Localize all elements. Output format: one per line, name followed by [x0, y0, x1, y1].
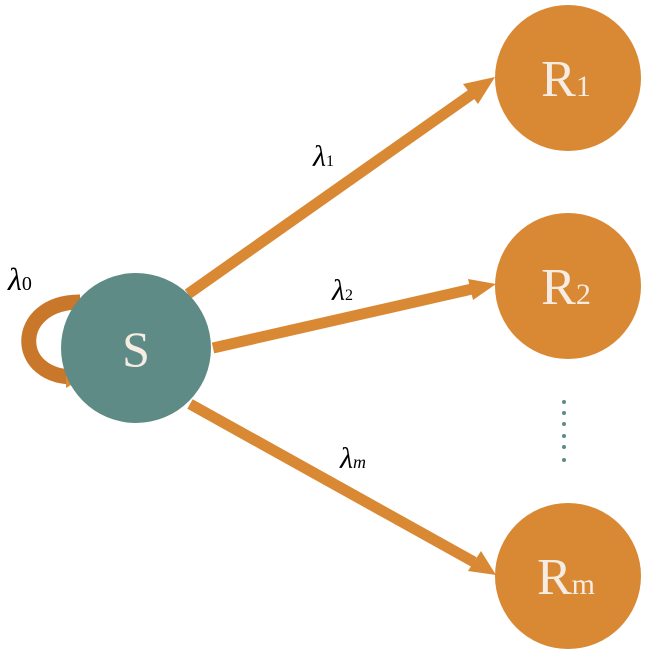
ellipsis-dot [562, 411, 566, 415]
ellipsis-dot [562, 458, 566, 462]
source-node: S [61, 273, 211, 423]
ellipsis-dots [562, 400, 566, 462]
ellipsis-dot [562, 445, 566, 449]
target-node-r2: R2 [495, 213, 641, 359]
ellipsis-dot [562, 422, 566, 426]
rate-label-lambda1: λ1 [312, 140, 334, 173]
target-node-r1-circle [495, 5, 641, 151]
rate-label-lambda2: λ2 [331, 274, 353, 307]
target-node-rm-circle [495, 503, 641, 649]
arrow-to-r1 [184, 89, 476, 299]
target-node-r1-label: R1 [541, 51, 591, 108]
source-node-circle [61, 273, 211, 423]
arrow-to-r2 [211, 283, 474, 354]
transition-arrows [184, 77, 496, 575]
arrowhead-r2 [468, 279, 496, 300]
rate-label-lambda0: λ0 [7, 261, 32, 297]
target-node-r2-label: R2 [541, 259, 591, 316]
arrowhead-rm [468, 551, 496, 575]
arrow-to-rm [187, 399, 477, 567]
source-node-label: S [122, 321, 150, 377]
self-loop-arc [21, 294, 81, 385]
rate-label-lambdam: λm [339, 442, 366, 475]
ellipsis-dot [562, 400, 566, 404]
target-node-r2-circle [495, 213, 641, 359]
arrowhead-r1 [463, 77, 495, 104]
target-node-r1: R1 [495, 5, 641, 151]
target-node-rm-label: Rm [537, 549, 595, 606]
target-node-rm: Rm [495, 503, 641, 649]
ellipsis-dot [562, 434, 566, 438]
